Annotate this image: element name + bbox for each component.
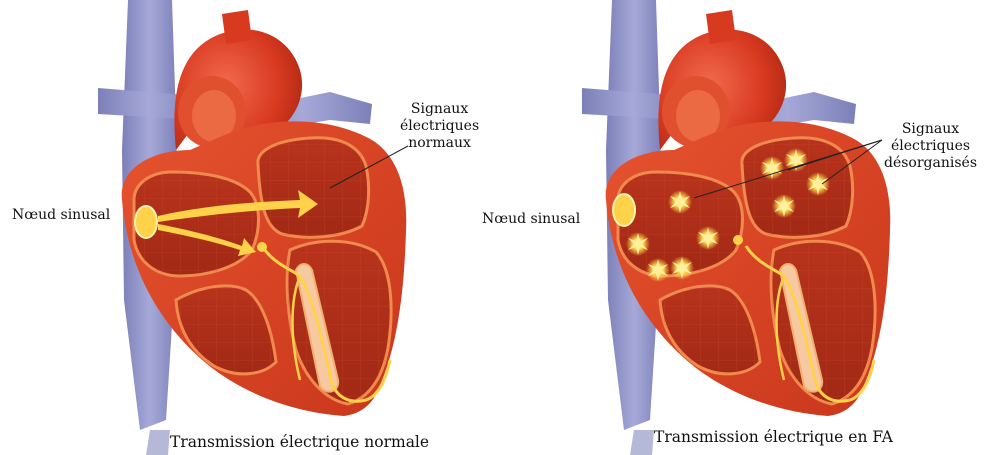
callout-line-1: Signaux (411, 101, 468, 118)
normal-heart-illustration (98, 0, 408, 455)
af-transmission-caption: Transmission électrique en FA (654, 429, 893, 446)
disorganized-signals-callout: Signaux électriques désorganisés (884, 121, 977, 172)
sinus-node-label: Nœud sinusal (482, 211, 580, 228)
sinus-node-marker (135, 206, 157, 238)
normal-signals-callout: Signaux électriques normaux (400, 101, 479, 152)
callout-line-3: normaux (408, 135, 471, 152)
av-node-marker (257, 242, 267, 252)
av-node-marker (733, 235, 743, 245)
normal-transmission-caption: Transmission électrique normale (170, 434, 429, 451)
callout-line-2: électriques (400, 118, 479, 135)
callout-line-1: Signaux (902, 121, 959, 138)
af-heart-illustration (582, 0, 890, 455)
sinus-node-label: Nœud sinusal (12, 207, 110, 224)
callout-line-2: électriques (891, 138, 970, 155)
callout-line-3: désorganisés (884, 155, 977, 172)
sinus-node-marker (613, 194, 635, 226)
